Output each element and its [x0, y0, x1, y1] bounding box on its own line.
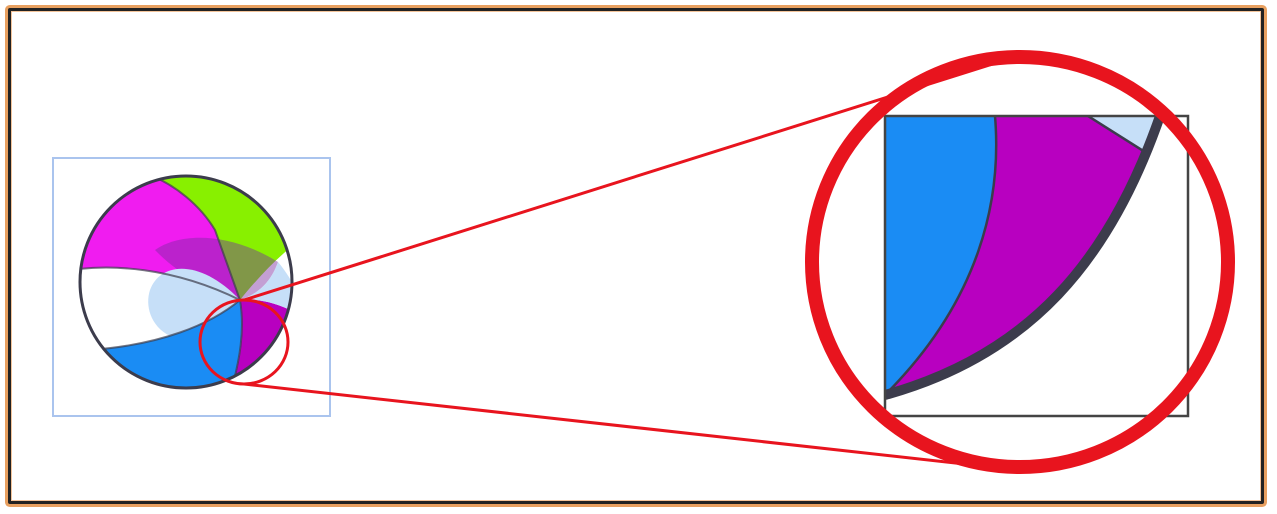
beach-ball-icon [60, 165, 310, 400]
zoom-detail [885, 116, 1188, 416]
